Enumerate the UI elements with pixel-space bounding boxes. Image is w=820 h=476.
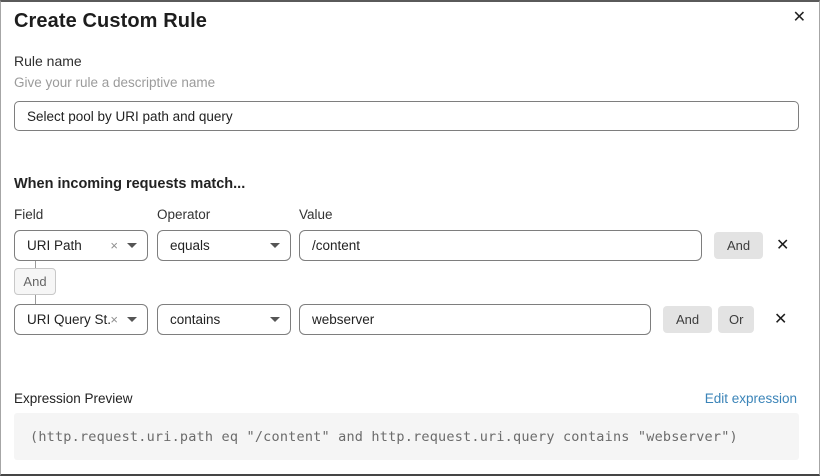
column-label-operator: Operator xyxy=(157,207,211,222)
modal-title: Create Custom Rule xyxy=(14,10,207,32)
field-select-row2[interactable]: URI Query St... × xyxy=(14,304,148,335)
and-button-row1[interactable]: And xyxy=(714,232,764,259)
rule-name-label: Rule name xyxy=(14,53,82,69)
column-label-value: Value xyxy=(299,207,333,222)
operator-select-row2[interactable]: contains xyxy=(157,304,291,335)
value-input-row2[interactable] xyxy=(299,304,651,335)
expression-preview-label: Expression Preview xyxy=(14,391,133,406)
chevron-down-icon xyxy=(270,243,280,248)
field-select-row2-value: URI Query St... xyxy=(27,312,111,327)
expression-code-block: (http.request.uri.path eq "/content" and… xyxy=(14,413,799,460)
column-label-field: Field xyxy=(14,207,44,222)
delete-row2-icon[interactable]: ✕ xyxy=(774,311,788,328)
value-input-row1[interactable] xyxy=(299,230,702,261)
clear-icon[interactable]: × xyxy=(110,238,118,253)
operator-select-row1[interactable]: equals xyxy=(157,230,291,261)
clear-icon[interactable]: × xyxy=(110,312,118,327)
match-heading: When incoming requests match... xyxy=(14,176,246,192)
expression-code: (http.request.uri.path eq "/content" and… xyxy=(30,428,738,445)
operator-select-row2-value: contains xyxy=(170,312,221,327)
and-button-row2[interactable]: And xyxy=(663,306,713,333)
chevron-down-icon xyxy=(127,243,137,248)
field-select-row1-value: URI Path xyxy=(27,238,82,253)
connector-and-badge: And xyxy=(14,268,56,295)
operator-select-row1-value: equals xyxy=(170,238,210,253)
edit-expression-link[interactable]: Edit expression xyxy=(704,391,797,406)
rule-name-input[interactable] xyxy=(14,101,799,131)
or-button-row2[interactable]: Or xyxy=(718,306,755,333)
chevron-down-icon xyxy=(127,317,137,322)
chevron-down-icon xyxy=(270,317,280,322)
field-select-row1[interactable]: URI Path × xyxy=(14,230,148,261)
rule-name-helper: Give your rule a descriptive name xyxy=(14,75,216,90)
close-icon[interactable]: ✕ xyxy=(792,9,806,26)
delete-row1-icon[interactable]: ✕ xyxy=(776,237,790,254)
